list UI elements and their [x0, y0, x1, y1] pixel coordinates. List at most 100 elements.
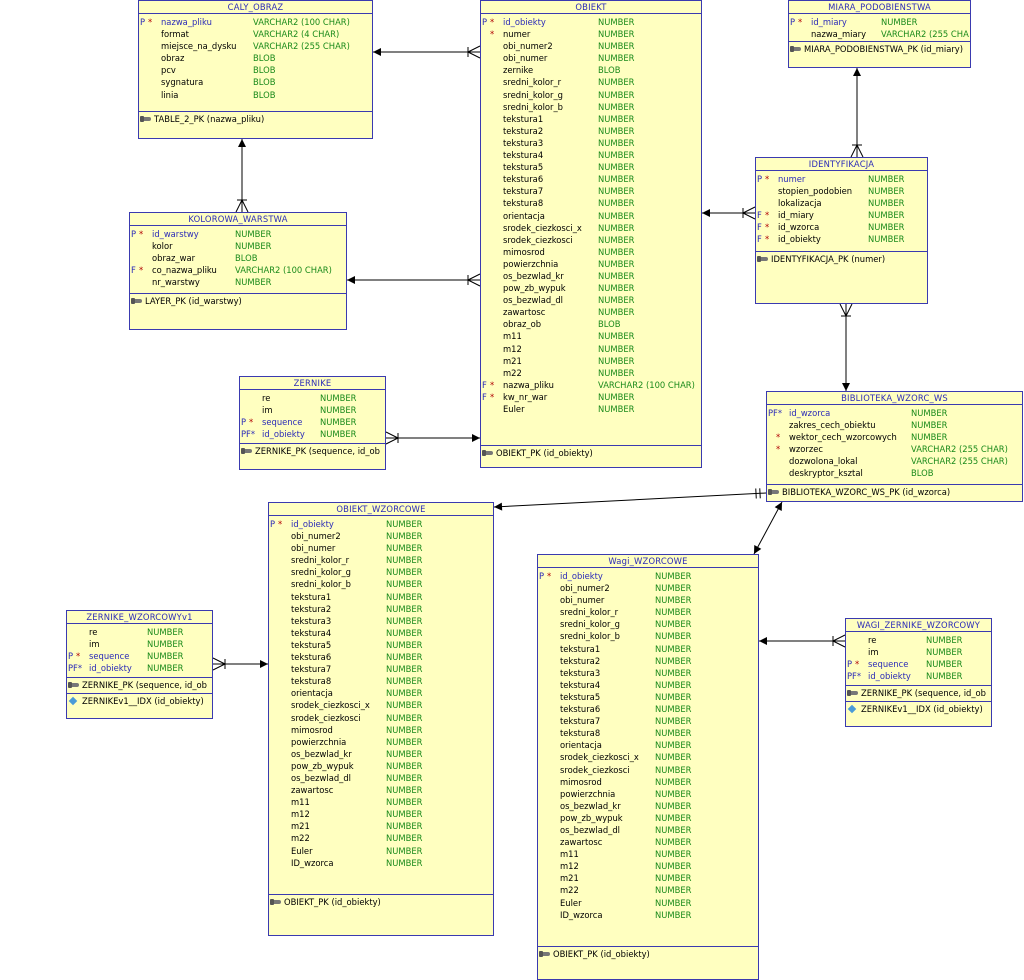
index-row[interactable]: ZERNIKEv1__IDX (id_obiekty) — [846, 702, 991, 716]
primary-key-row[interactable]: MIARA_PODOBIENSTWA_PK (id_miary) — [789, 42, 970, 56]
primary-key-row[interactable]: OBIEKT_PK (id_obiekty) — [538, 947, 758, 961]
primary-key-row[interactable]: TABLE_2_PK (nazwa_pliku) — [139, 112, 372, 126]
primary-key-row[interactable]: ZERNIKE_PK (sequence, id_ob — [67, 678, 212, 692]
index-row[interactable]: ZERNIKEv1__IDX (id_obiekty) — [67, 694, 212, 708]
